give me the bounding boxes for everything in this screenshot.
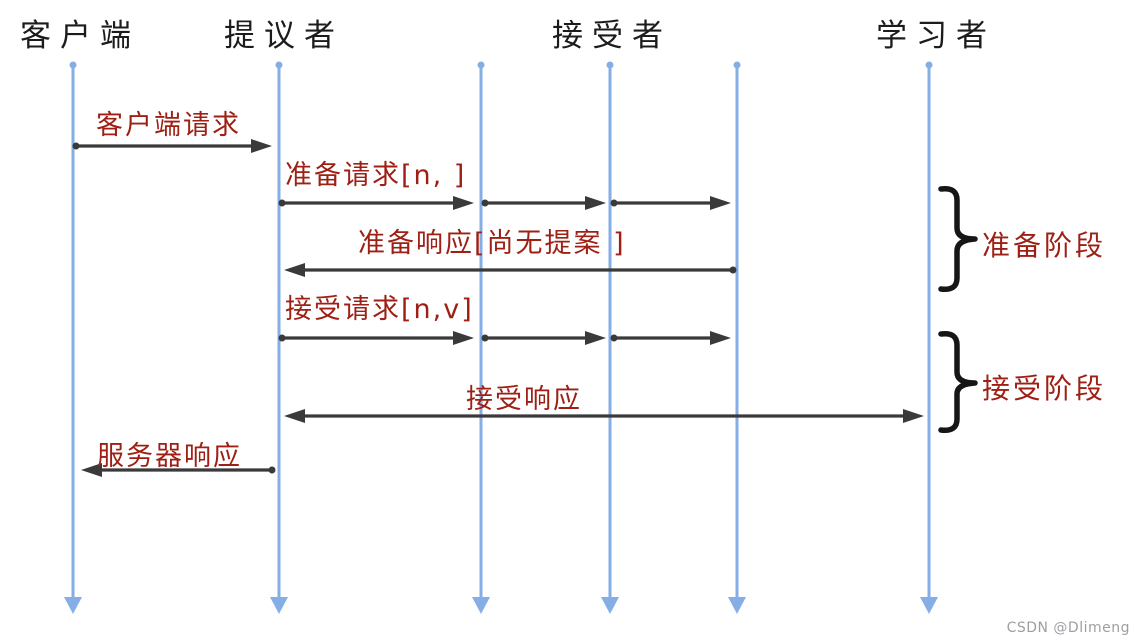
lifeline-acceptor-2 [601, 61, 619, 614]
message-label-client-request: 客户端请求 [96, 110, 241, 141]
brace-accept-phase [938, 330, 978, 434]
down-arrow-icon [920, 597, 938, 614]
lifeline-acceptor-1 [472, 61, 490, 614]
down-arrow-icon [64, 597, 82, 614]
watermark-text: CSDN @Dlimeng [1006, 620, 1130, 636]
right-arrowhead-icon [710, 331, 731, 345]
actor-label-client: 客户端 [20, 18, 140, 54]
message-arrow-accept-response [284, 409, 924, 423]
phase-label-accept: 接受阶段 [982, 372, 1107, 405]
brace-prepare-phase [938, 185, 978, 293]
actor-label-acceptor: 接受者 [552, 18, 672, 54]
right-arrowhead-icon [251, 139, 272, 153]
message-arrow-prepare-request [278, 196, 731, 210]
message-arrow-server-response [81, 463, 276, 477]
left-arrowhead-icon [284, 263, 305, 277]
lifeline-learner [920, 61, 938, 614]
message-label-server-response: 服务器响应 [97, 441, 242, 472]
message-label-prepare-request: 准备请求[n, ] [285, 160, 467, 191]
message-label-accept-request: 接受请求[n,v] [285, 294, 474, 325]
message-arrow-client-request [72, 139, 272, 153]
right-arrowhead-icon [710, 196, 731, 210]
message-arrow-accept-request [278, 331, 731, 345]
lifeline-client [64, 61, 82, 614]
message-label-accept-response: 接受响应 [466, 384, 582, 415]
right-arrowhead-icon [585, 196, 606, 210]
down-arrow-icon [472, 597, 490, 614]
lifeline-proposer [270, 61, 288, 614]
right-arrowhead-icon [453, 331, 474, 345]
message-label-prepare-response: 准备响应[尚无提案 ] [358, 228, 626, 259]
right-arrowhead-icon [585, 331, 606, 345]
down-arrow-icon [270, 597, 288, 614]
actor-label-proposer: 提议者 [224, 18, 344, 54]
down-arrow-icon [601, 597, 619, 614]
right-arrowhead-icon [903, 409, 924, 423]
message-arrow-prepare-response [284, 263, 737, 277]
left-arrowhead-icon [284, 409, 305, 423]
lifeline-acceptor-3 [728, 61, 746, 614]
left-arrowhead-icon [81, 463, 102, 477]
right-arrowhead-icon [453, 196, 474, 210]
down-arrow-icon [728, 597, 746, 614]
actor-label-learner: 学习者 [876, 18, 996, 54]
phase-label-prepare: 准备阶段 [982, 229, 1107, 262]
